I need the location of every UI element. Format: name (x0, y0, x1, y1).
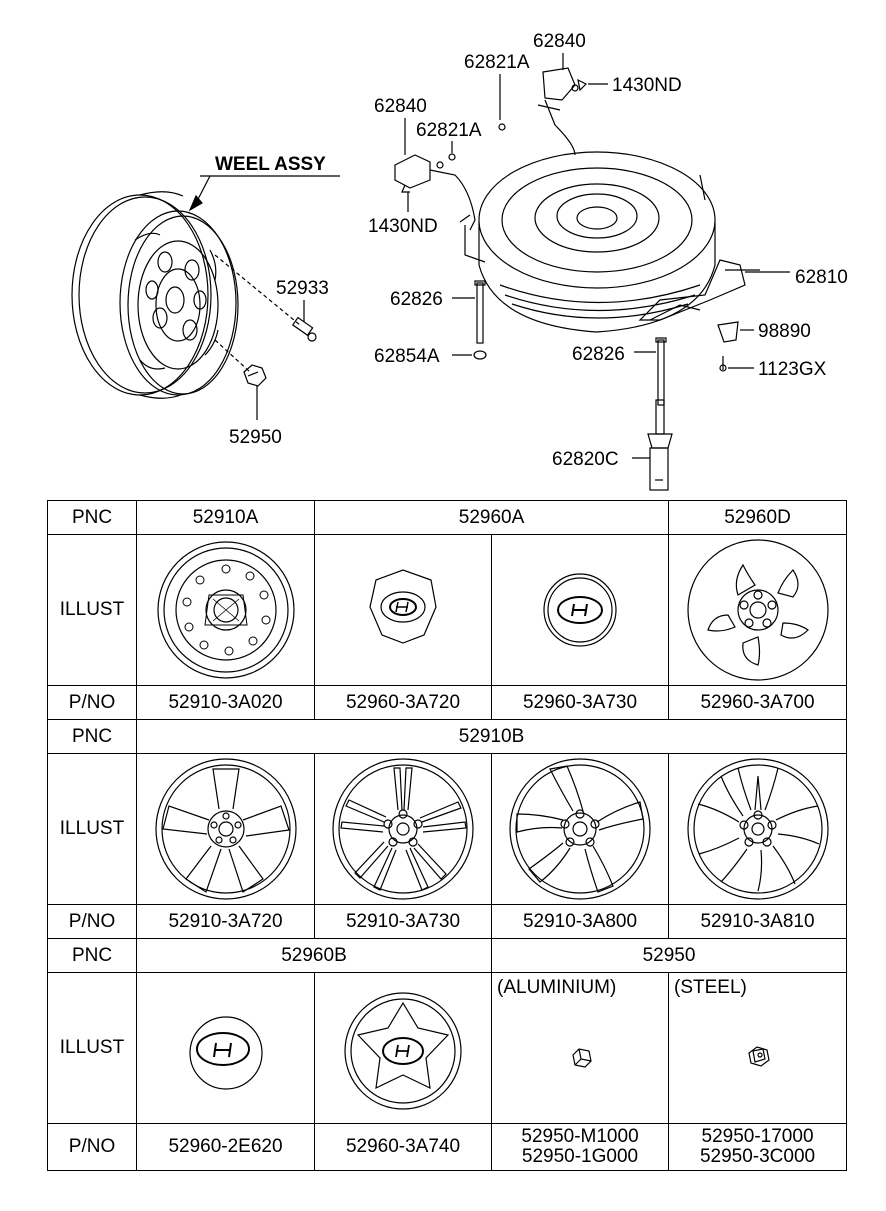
material-steel: (STEEL) (674, 977, 747, 998)
callout-62826-left: 62826 (390, 289, 443, 310)
illust-alloy-wheel-5spoke (136, 753, 315, 905)
pnc-label: PNC (47, 938, 137, 973)
pno-52960-3A740: 52960-3A740 (314, 1123, 492, 1171)
tool-62820C (647, 399, 673, 491)
callout-62821A-left: 62821A (416, 120, 482, 141)
pnc-row-3: PNC 52960B 52950 (47, 938, 848, 973)
illust-center-cap-flat (136, 972, 315, 1124)
pnc-label: PNC (47, 500, 137, 535)
parts-table: PNC 52910A 52960A 52960D ILLUST (47, 500, 848, 1171)
callout-62826-right: 62826 (572, 344, 625, 365)
pno-52960-2E620: 52960-2E620 (136, 1123, 315, 1171)
callout-52933: 52933 (276, 278, 329, 299)
illust-label: ILLUST (47, 534, 137, 686)
material-aluminium: (ALUMINIUM) (497, 977, 617, 998)
illust-row-2: ILLUST (47, 753, 848, 905)
pno-52960-3A730: 52960-3A730 (490, 685, 670, 720)
pno-52960-3A720: 52960-3A720 (314, 685, 492, 720)
illust-steel-wheel (136, 534, 315, 686)
spare-tire (478, 151, 716, 333)
callout-52950: 52950 (229, 427, 282, 448)
illust-label: ILLUST (47, 972, 137, 1124)
pno-label: P/NO (47, 904, 137, 939)
callout-1123GX: 1123GX (758, 359, 827, 380)
illust-lug-nut-aluminium: (ALUMINIUM) (490, 972, 670, 1124)
pno-aluminium-nuts: 52950-M1000 52950-1G000 (490, 1123, 670, 1171)
bolt-62826-right (655, 337, 667, 406)
exploded-diagram: WEEL ASSY 52933 52950 (71, 31, 848, 491)
callout-62854A: 62854A (374, 346, 440, 367)
pno-label: P/NO (47, 1123, 137, 1171)
pnc-52910A: 52910A (136, 500, 315, 535)
pnc-52910B: 52910B (135, 719, 848, 754)
pno-52910-3A730: 52910-3A730 (314, 904, 492, 939)
pno-52910-3A720: 52910-3A720 (136, 904, 315, 939)
bracket-right-62840 (537, 67, 588, 156)
pno-52910-3A020: 52910-3A020 (136, 685, 315, 720)
illust-alloy-wheel-split-spoke (314, 753, 492, 905)
illust-row-1: ILLUST (47, 534, 848, 686)
pno-label: P/NO (47, 685, 137, 720)
wheel-assembly (71, 191, 239, 399)
washer-62854A (473, 350, 487, 360)
illust-lug-nut-steel: (STEEL) (668, 972, 848, 1124)
illust-wheel-cover (668, 534, 848, 686)
illust-alloy-wheel-curved-spoke (490, 753, 670, 905)
pno-52910-3A810: 52910-3A810 (668, 904, 848, 939)
illust-center-cap-star (314, 972, 492, 1124)
bracket-left-62840 (394, 154, 476, 231)
illust-alloy-wheel-twin-spoke (668, 753, 848, 905)
pno-row-3: P/NO 52960-2E620 52960-3A740 52950-M1000… (47, 1123, 848, 1171)
callout-62840-right: 62840 (533, 31, 586, 52)
pno-row-1: P/NO 52910-3A020 52960-3A720 52960-3A730… (47, 685, 848, 720)
screw-1123GX (719, 356, 727, 372)
pno-steel-nuts: 52950-17000 52950-3C000 (668, 1123, 848, 1171)
pnc-52960D: 52960D (668, 500, 848, 535)
pnc-52960A: 52960A (313, 500, 670, 535)
callout-1430ND-right: 1430ND (612, 75, 682, 96)
illust-label: ILLUST (47, 753, 137, 905)
callout-62840-left: 62840 (374, 96, 427, 117)
pnc-52960B: 52960B (136, 938, 492, 973)
wheel-assy-title: WEEL ASSY (215, 154, 326, 175)
pnc-label: PNC (47, 719, 137, 754)
pno-row-2: P/NO 52910-3A720 52910-3A730 52910-3A800… (47, 904, 848, 939)
clip-98890 (717, 321, 739, 343)
callout-62810: 62810 (795, 267, 848, 288)
illust-center-cap-5spoke (314, 534, 492, 686)
callout-1430ND-left: 1430ND (368, 216, 438, 237)
pnc-52950: 52950 (490, 938, 848, 973)
callout-62820C: 62820C (552, 449, 619, 470)
illust-center-cap-round (490, 534, 670, 686)
illust-row-3: ILLUST (ALUMINIUM) (STEEL) (47, 972, 848, 1124)
pnc-row-1: PNC 52910A 52960A 52960D (47, 500, 848, 535)
pno-52960-3A700: 52960-3A700 (668, 685, 848, 720)
valve-part-52933 (291, 316, 317, 342)
carrier-frame-62810 (459, 174, 760, 321)
callout-98890: 98890 (758, 321, 811, 342)
bolt-62826-left (474, 280, 486, 344)
callout-62821A-right: 62821A (464, 52, 530, 73)
pno-52910-3A800: 52910-3A800 (490, 904, 670, 939)
pnc-row-2: PNC 52910B (47, 719, 848, 754)
nut-part-52950 (243, 364, 267, 387)
